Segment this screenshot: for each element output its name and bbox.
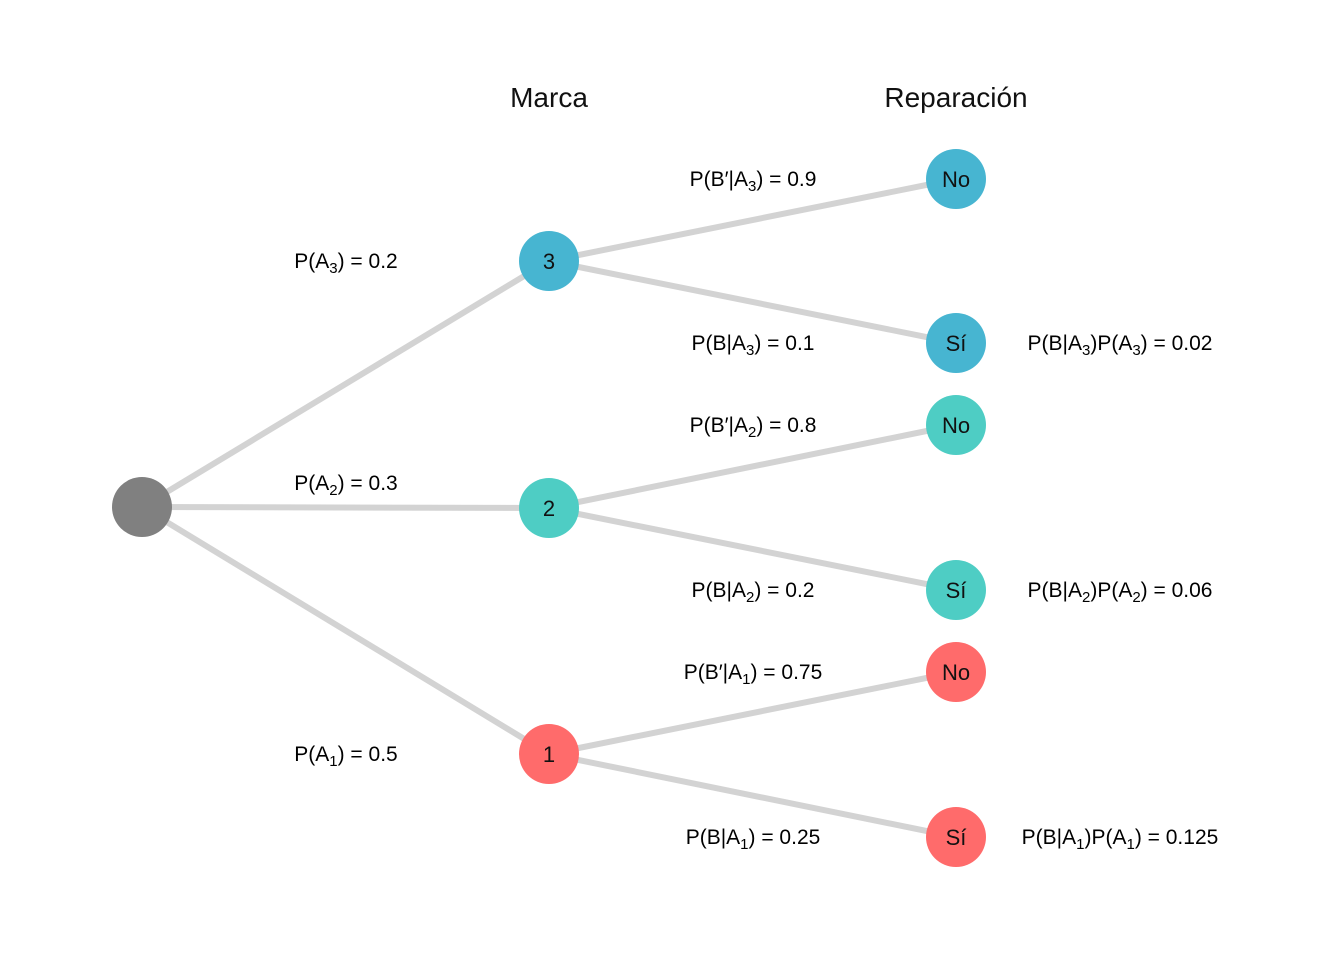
edge-root-to-brand-3 (139, 258, 552, 510)
edge-brand-1-to-si (546, 751, 959, 840)
brand-node-1 (519, 724, 579, 784)
header-reparacion: Reparación (884, 82, 1027, 113)
conditional-prob-label-2-no: P(B′|A2) = 0.8 (690, 414, 817, 441)
brand-node-2 (519, 478, 579, 538)
leaf-node-2-no (926, 395, 986, 455)
edge-root-to-brand-2 (139, 504, 552, 511)
edge-brand-3-to-no (546, 176, 959, 264)
brand-node-label-1: 1 (543, 742, 555, 767)
edge-root-to-brand-1 (139, 504, 552, 757)
leaf-node-label-2-si: Sí (946, 578, 967, 603)
leaf-node-label-3-si: Sí (946, 331, 967, 356)
branch-prob-label-3: P(A3) = 0.2 (294, 250, 397, 277)
joint-prob-label-2: P(B|A2)P(A2) = 0.06 (1028, 579, 1213, 606)
leaf-node-label-1-si: Sí (946, 825, 967, 850)
edge-brand-3-to-si (546, 258, 959, 346)
conditional-prob-label-1-no: P(B′|A1) = 0.75 (684, 661, 823, 688)
conditional-prob-label-3-si: P(B|A3) = 0.1 (692, 332, 815, 359)
leaf-node-3-no (926, 149, 986, 209)
leaf-node-3-si (926, 313, 986, 373)
brand-node-label-2: 2 (543, 496, 555, 521)
edge-brand-2-to-no (546, 422, 959, 511)
conditional-prob-label-2-si: P(B|A2) = 0.2 (692, 579, 815, 606)
edge-brand-1-to-no (546, 669, 959, 757)
conditional-prob-label-1-si: P(B|A1) = 0.25 (686, 826, 821, 853)
branch-prob-label-1: P(A1) = 0.5 (294, 743, 397, 770)
branch-prob-label-2: P(A2) = 0.3 (294, 472, 397, 499)
edges-layer (139, 176, 959, 840)
leaf-node-label-3-no: No (942, 167, 970, 192)
edge-brand-2-to-si (546, 505, 959, 593)
leaf-node-2-si (926, 560, 986, 620)
conditional-prob-label-3-no: P(B′|A3) = 0.9 (690, 168, 817, 195)
leaf-node-1-no (926, 642, 986, 702)
leaf-node-1-si (926, 807, 986, 867)
brand-node-3 (519, 231, 579, 291)
joint-prob-label-3: P(B|A3)P(A3) = 0.02 (1028, 332, 1213, 359)
root-node (112, 477, 172, 537)
brand-node-label-3: 3 (543, 249, 555, 274)
leaf-node-label-1-no: No (942, 660, 970, 685)
joint-prob-label-1: P(B|A1)P(A1) = 0.125 (1022, 826, 1219, 853)
leaf-node-label-2-no: No (942, 413, 970, 438)
header-marca: Marca (510, 82, 588, 113)
